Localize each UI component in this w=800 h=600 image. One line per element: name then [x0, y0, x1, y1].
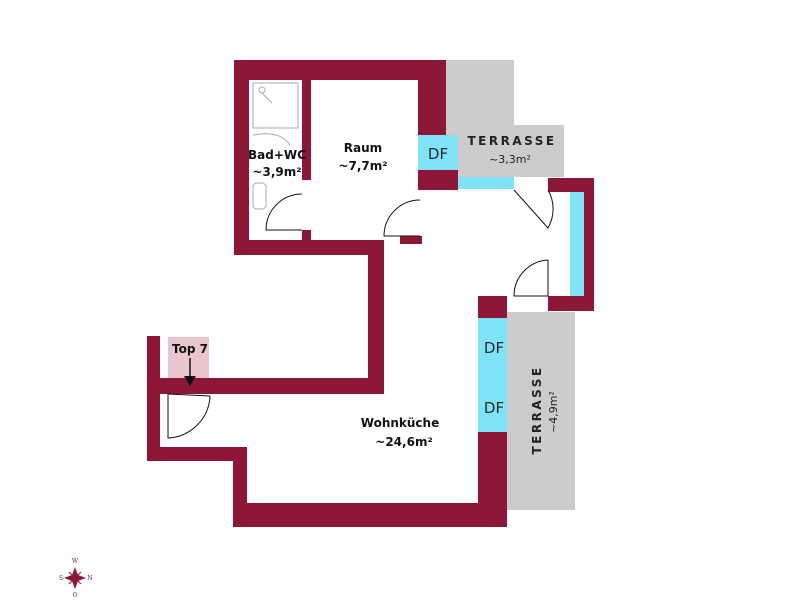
room-wohnkueche-name: Wohnküche: [361, 416, 439, 430]
terrace-top-area-label: ~3,3m²: [489, 153, 531, 166]
compass-w: W: [72, 558, 79, 565]
compass-n: N: [87, 575, 92, 582]
entrance-arrow-icon: [184, 358, 196, 386]
walls: [147, 60, 594, 527]
window-right: [570, 192, 584, 296]
terrace-top-area-lower: [446, 125, 564, 177]
window-top: [458, 177, 514, 189]
room-bad-name: Bad+WC: [248, 148, 306, 162]
window-df3-label: DF: [484, 399, 504, 417]
window-df3: [478, 376, 507, 432]
window-df2: [478, 318, 507, 376]
bath-fixtures: [252, 82, 299, 210]
terrace-right-area-label: ~4,9m²: [547, 391, 560, 433]
room-raum-name: Raum: [344, 141, 382, 155]
window-df2-label: DF: [484, 339, 504, 357]
compass-o: O: [73, 592, 78, 599]
room-wohnkueche-area: ~24,6m²: [375, 435, 432, 449]
terrace-right-label: TERRASSE: [530, 365, 544, 454]
compass-icon: [64, 567, 86, 589]
window-df1: [418, 135, 458, 170]
door-swings: [167, 189, 554, 439]
terrace-top-area: [446, 60, 514, 130]
room-bad-area: ~3,9m²: [252, 165, 301, 179]
terrace-top-label: TERRASSE: [467, 134, 556, 148]
window-df1-label: DF: [428, 145, 448, 163]
room-raum-area: ~7,7m²: [338, 159, 387, 173]
entrance-label: Top 7: [172, 342, 208, 356]
terrace-right-area: [507, 312, 575, 510]
compass-s: S: [59, 575, 63, 582]
windows: [418, 135, 584, 432]
